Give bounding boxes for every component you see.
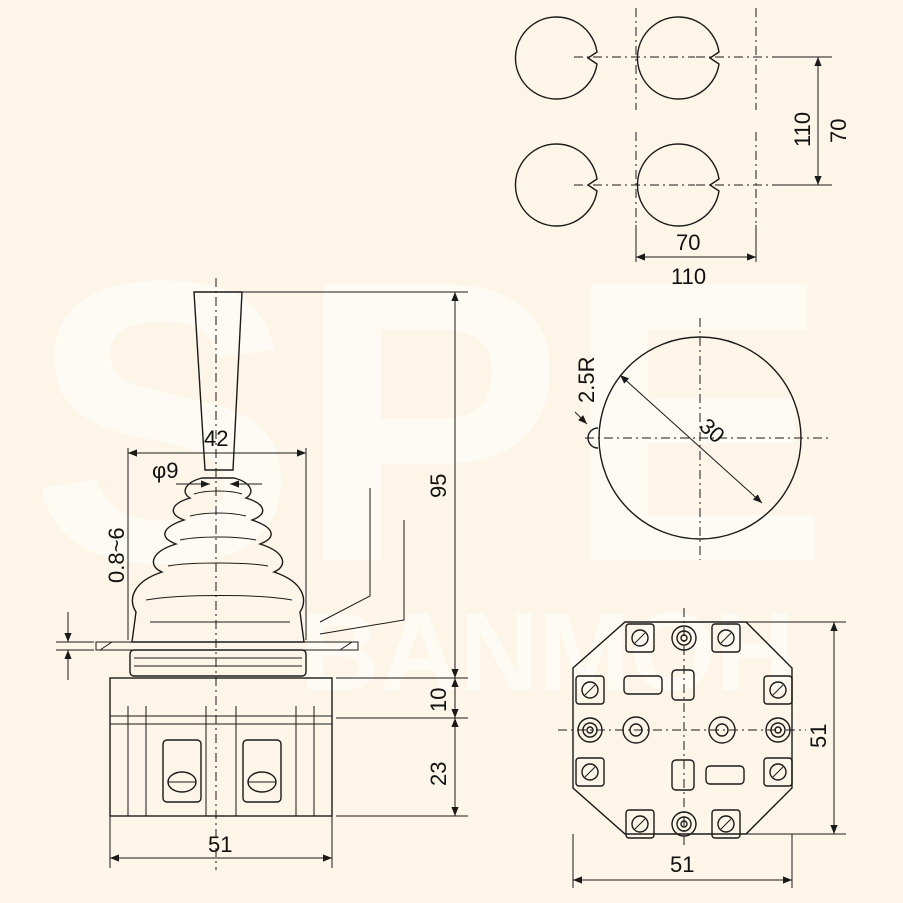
screw-slot xyxy=(634,632,646,644)
dim-height-23: 23 xyxy=(426,762,451,786)
mounting-hole xyxy=(514,132,695,235)
contact-ring xyxy=(680,634,688,642)
contact-ring xyxy=(770,722,786,738)
bottom-view: 51 51 xyxy=(558,608,846,888)
screw-slot xyxy=(584,766,596,778)
switch-housing xyxy=(109,677,333,817)
terminal-pad xyxy=(711,809,741,839)
dim-height-10: 10 xyxy=(426,688,451,712)
mounting-hole xyxy=(636,8,815,110)
dim-side-small: 70 xyxy=(826,119,851,143)
dim-boot-width: 42 xyxy=(204,426,228,451)
mounting-hole xyxy=(514,8,695,110)
mounting-nut xyxy=(129,649,307,677)
contact-ring xyxy=(671,625,697,651)
contact-ring xyxy=(582,722,598,738)
terminal-screws xyxy=(575,623,793,839)
dim-top-large: 110 xyxy=(671,264,706,289)
dim-total-height: 95 xyxy=(426,474,451,498)
screw-slot xyxy=(720,818,732,830)
screw-slot xyxy=(634,818,646,830)
screw-head xyxy=(581,763,599,781)
dim-shaft-dia: φ9 xyxy=(152,458,179,483)
panel-cutout-view: 70 110 110 70 xyxy=(514,8,851,289)
contact-ring xyxy=(676,630,692,646)
screw-head xyxy=(581,681,599,699)
dim-side-large: 110 xyxy=(790,112,815,147)
screw-head xyxy=(769,763,787,781)
dim-top-small: 70 xyxy=(676,230,700,255)
screw-head xyxy=(717,629,735,647)
terminal xyxy=(242,739,282,803)
watermark-secondary: BANMOH xyxy=(300,591,795,714)
terminal-pad xyxy=(575,757,605,787)
dim-radius: 2.5R xyxy=(574,357,599,403)
dim-base-width: 51 xyxy=(208,832,232,857)
terminal-pad xyxy=(625,809,655,839)
terminal-pad xyxy=(763,675,793,705)
joystick-handle xyxy=(193,291,243,471)
contact-ring xyxy=(765,717,791,743)
diameter-line xyxy=(619,374,763,504)
contact-ring xyxy=(671,811,697,837)
screw-slot xyxy=(584,684,596,696)
screw-head xyxy=(717,815,735,833)
dim-panel-range: 0.8~6 xyxy=(104,527,129,583)
screw-head xyxy=(631,629,649,647)
contact-ring xyxy=(774,726,782,734)
dim-bottom-width: 51 xyxy=(670,852,694,877)
screw-head xyxy=(631,815,649,833)
contact-ring xyxy=(586,726,594,734)
screw-head xyxy=(769,681,787,699)
side-elevation-view: 42 φ9 0.8~6 95 10 23 51 xyxy=(56,278,468,870)
screw-slot xyxy=(720,632,732,644)
contact-ring xyxy=(680,820,688,828)
terminal-pad xyxy=(625,623,655,653)
dim-bottom-height: 51 xyxy=(806,724,831,748)
terminal-pad xyxy=(763,757,793,787)
terminal xyxy=(162,739,202,803)
terminal-pad xyxy=(711,623,741,653)
screw-slot xyxy=(772,766,784,778)
screw-slot xyxy=(772,684,784,696)
contact-ring xyxy=(676,816,692,832)
terminal-pad xyxy=(575,675,605,705)
contact-ring xyxy=(577,717,603,743)
